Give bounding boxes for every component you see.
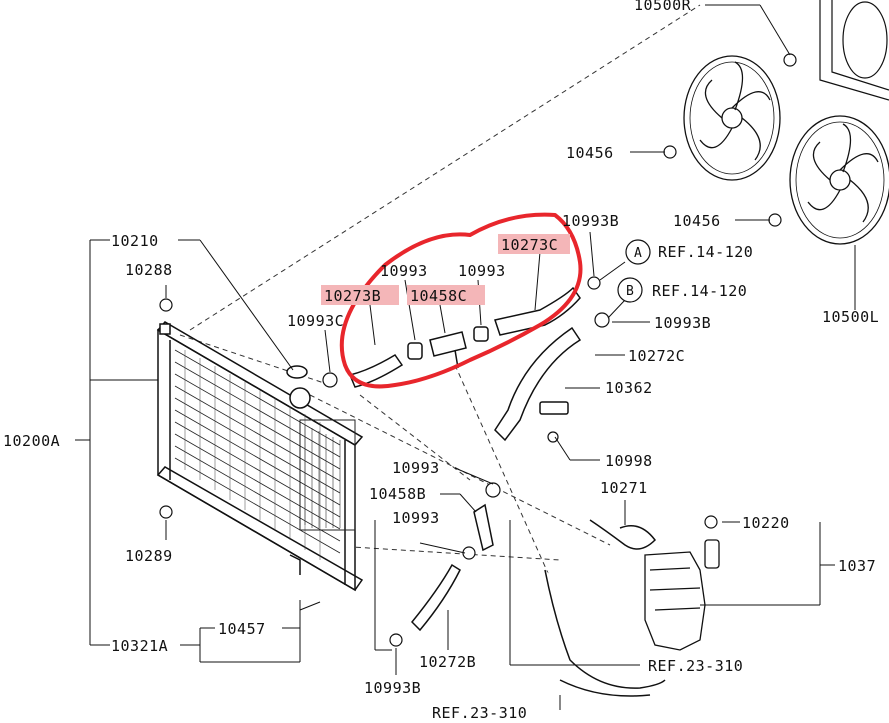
label-10210: 10210: [111, 232, 159, 250]
label-10500L: 10500L: [822, 308, 879, 326]
label-10458C: 10458C: [410, 287, 467, 305]
label-10273B: 10273B: [324, 287, 381, 305]
label-10993B-mid: 10993B: [654, 314, 711, 332]
label-10456-upper: 10456: [566, 144, 614, 162]
highlight-circle: [339, 212, 583, 389]
label-10993-d: 10993: [392, 509, 440, 527]
hoses: [348, 286, 666, 697]
fan-left: [789, 115, 889, 245]
fan-right: [683, 55, 781, 181]
label-ref-23-310-b: REF.23-310: [432, 704, 527, 722]
ref-circle-b-letter: B: [626, 284, 634, 299]
label-10993-b: 10993: [458, 262, 506, 280]
label-10200A: 10200A: [3, 432, 60, 450]
label-10993-a: 10993: [380, 262, 428, 280]
leader-lines: [75, 4, 856, 710]
fasteners: [159, 53, 797, 647]
label-10289: 10289: [125, 547, 173, 565]
label-10458B: 10458B: [369, 485, 426, 503]
label-10993-c: 10993: [392, 459, 440, 477]
label-10998: 10998: [605, 452, 653, 470]
label-ref-14-120-b: REF.14-120: [652, 282, 747, 300]
label-ref-14-120-a: REF.14-120: [658, 243, 753, 261]
ref-circle-a-letter: A: [634, 246, 642, 261]
part-labels: 10500R 10456 10456 10500L 10210 10288 10…: [3, 0, 879, 722]
ref-circle-b: [617, 277, 643, 303]
label-10321A: 10321A: [111, 637, 168, 655]
label-10288: 10288: [125, 261, 173, 279]
label-1037: 1037: [838, 557, 876, 575]
fan-shroud: [819, 0, 889, 101]
label-10500R: 10500R: [634, 0, 692, 14]
label-10457: 10457: [218, 620, 266, 638]
label-10993B-top: 10993B: [562, 212, 619, 230]
label-10993C: 10993C: [287, 312, 344, 330]
label-10456-lower: 10456: [673, 212, 721, 230]
radiator: [156, 321, 364, 592]
label-10362: 10362: [605, 379, 653, 397]
label-highlight-10273C: [498, 234, 570, 254]
ref-circle-a: [625, 239, 651, 265]
label-10993B-bottom: 10993B: [364, 679, 421, 697]
label-10272B: 10272B: [419, 653, 476, 671]
label-highlight-10273B: [321, 285, 399, 305]
label-10220: 10220: [742, 514, 790, 532]
label-ref-23-310-a: REF.23-310: [648, 657, 743, 675]
reservoir-tank: [644, 539, 720, 651]
dashed-guides: [179, 4, 701, 601]
label-highlight-10458C: [407, 285, 485, 305]
label-10272C: 10272C: [628, 347, 685, 365]
label-10271: 10271: [600, 479, 648, 497]
label-10273C: 10273C: [501, 236, 558, 254]
